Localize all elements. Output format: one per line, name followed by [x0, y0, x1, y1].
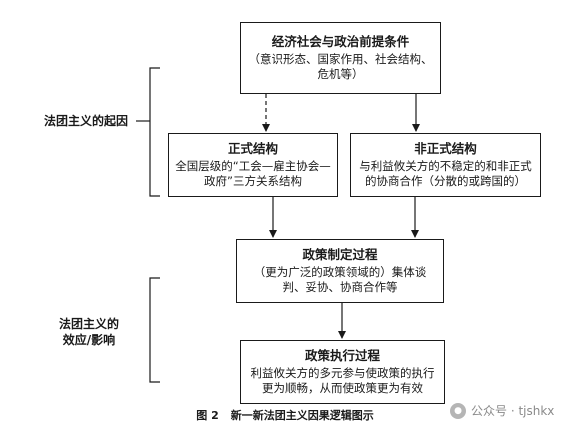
economic-conditions-box: 经济社会与政治前提条件 （意识形态、国家作用、社会结构、危机等）: [240, 22, 441, 94]
policy-implementation-title: 政策执行过程: [304, 348, 380, 363]
policy-implementation-body: 利益攸关方的多元参与使政策的执行更为顺畅，从而使政策更为有效: [250, 366, 435, 395]
economic-conditions-title: 经济社会与政治前提条件: [271, 34, 410, 49]
policy-making-box: 政策制定过程 （更为广泛的政策领域的）集体谈判、妥协、协商合作等: [236, 239, 444, 303]
informal-structure-title: 非正式结构: [414, 141, 477, 156]
formal-structure-title: 正式结构: [227, 141, 278, 156]
informal-structure-body: 与利益攸关方的不稳定的和非正式的协商合作（分散的或跨国的）: [359, 159, 532, 188]
policy-making-body: （更为广泛的政策领域的）集体谈判、妥协、协商合作等: [253, 265, 427, 294]
figure-title: 新一新法团主义因果逻辑图示: [230, 409, 374, 422]
watermark: ● 公众号 · tjshkx: [446, 401, 559, 420]
origin-bracket: [149, 67, 160, 197]
policy-implementation-box: 政策执行过程 利益攸关方的多元参与使政策的执行更为顺畅，从而使政策更为有效: [240, 340, 445, 404]
figure-number: 图 2: [196, 409, 219, 422]
formal-structure-body: 全国层级的“工会—雇主协会—政府”三方关系结构: [175, 159, 331, 188]
figure-caption: 图 2 新一新法团主义因果逻辑图示: [0, 407, 570, 423]
effect-bracket: [149, 277, 160, 383]
watermark-text: 公众号 · tjshkx: [471, 404, 555, 418]
economic-conditions-body: （意识形态、国家作用、社会结构、危机等）: [248, 52, 433, 81]
origin-bracket-label: 法团主义的起因: [43, 114, 128, 128]
policy-making-title: 政策制定过程: [302, 247, 378, 262]
formal-structure-box: 正式结构 全国层级的“工会—雇主协会—政府”三方关系结构: [168, 133, 338, 197]
wechat-account-icon: ●: [450, 402, 466, 419]
informal-structure-box: 非正式结构 与利益攸关方的不稳定的和非正式的协商合作（分散的或跨国的）: [350, 133, 541, 197]
effect-bracket-label: 法团主义的效应/影响: [58, 317, 119, 347]
